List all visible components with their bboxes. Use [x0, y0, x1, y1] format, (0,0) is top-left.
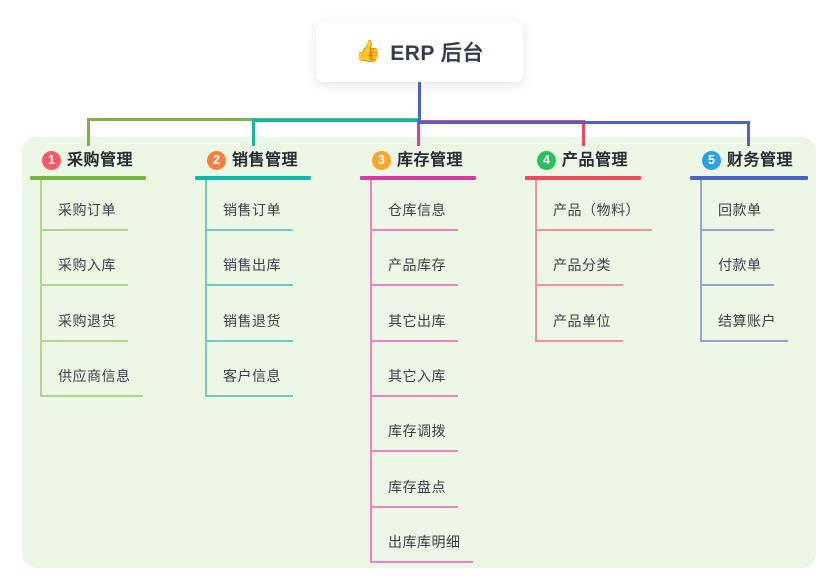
connector-line [418, 121, 750, 124]
branch-number-badge: 4 [537, 151, 556, 170]
connector-line [418, 82, 421, 122]
child-node[interactable]: 出库库明细 [370, 529, 473, 563]
branch-title[interactable]: 库存管理 [397, 152, 464, 169]
branch-underline [690, 176, 808, 180]
branch-column: 3 库存管理仓库信息产品库存其它出库其它入库库存调拨库存盘点出库库明细 [360, 146, 525, 563]
child-node[interactable]: 客户信息 [205, 363, 293, 397]
branch-number-badge: 2 [207, 151, 226, 170]
child-node[interactable]: 仓库信息 [370, 197, 458, 231]
connector-line [252, 119, 255, 146]
child-node[interactable]: 销售出库 [205, 252, 293, 287]
mindmap-background-panel [22, 137, 816, 568]
branch-number-badge: 3 [372, 151, 391, 170]
root-node[interactable]: 👍 ERP 后台 [316, 21, 523, 82]
branch-column: 1 采购管理采购订单采购入库采购退货供应商信息 [30, 146, 195, 397]
children-connector-line [700, 180, 702, 342]
connector-line [582, 120, 585, 146]
children-connector-line [40, 180, 42, 397]
branch-title[interactable]: 财务管理 [727, 152, 794, 169]
branch-number-badge: 5 [702, 151, 721, 170]
children-connector-line [370, 180, 372, 563]
child-node[interactable]: 其它出库 [370, 308, 458, 342]
branch-number-badge: 1 [42, 151, 61, 170]
branch-title[interactable]: 产品管理 [562, 152, 629, 169]
children-connector-line [535, 180, 537, 342]
branch-title[interactable]: 采购管理 [67, 152, 134, 169]
child-node[interactable]: 产品（物料） [535, 197, 652, 231]
branch-underline [360, 176, 476, 180]
branch-underline [525, 176, 641, 180]
branch-column: 5 财务管理回款单付款单结算账户 [690, 146, 839, 342]
child-node[interactable]: 采购订单 [40, 197, 128, 231]
branch-title[interactable]: 销售管理 [232, 152, 299, 169]
child-node[interactable]: 销售订单 [205, 197, 293, 231]
connector-line [417, 120, 420, 146]
connector-line [87, 118, 90, 146]
child-node[interactable]: 结算账户 [700, 308, 788, 342]
children-connector-line [205, 180, 207, 397]
child-node[interactable]: 库存调拨 [370, 418, 458, 453]
child-node[interactable]: 供应商信息 [40, 363, 143, 397]
connector-line [747, 121, 750, 146]
child-node[interactable]: 回款单 [700, 197, 774, 231]
child-node[interactable]: 采购退货 [40, 308, 128, 342]
branch-underline [195, 176, 311, 180]
branch-column: 4 产品管理产品（物料） 产品分类产品单位 [525, 146, 690, 342]
connector-line [252, 119, 421, 122]
child-node[interactable]: 销售退货 [205, 308, 293, 342]
child-node[interactable]: 产品库存 [370, 252, 458, 287]
branch-column: 2 销售管理销售订单销售出库销售退货客户信息 [195, 146, 360, 397]
child-node[interactable]: 付款单 [700, 252, 774, 287]
child-node[interactable]: 产品单位 [535, 308, 623, 342]
thumbs-up-icon: 👍 [355, 40, 382, 63]
branch-underline [30, 176, 146, 180]
child-node[interactable]: 产品分类 [535, 252, 623, 287]
child-node[interactable]: 采购入库 [40, 252, 128, 287]
child-node[interactable]: 库存盘点 [370, 474, 458, 508]
child-node[interactable]: 其它入库 [370, 363, 458, 397]
root-title: ERP 后台 [390, 41, 484, 65]
